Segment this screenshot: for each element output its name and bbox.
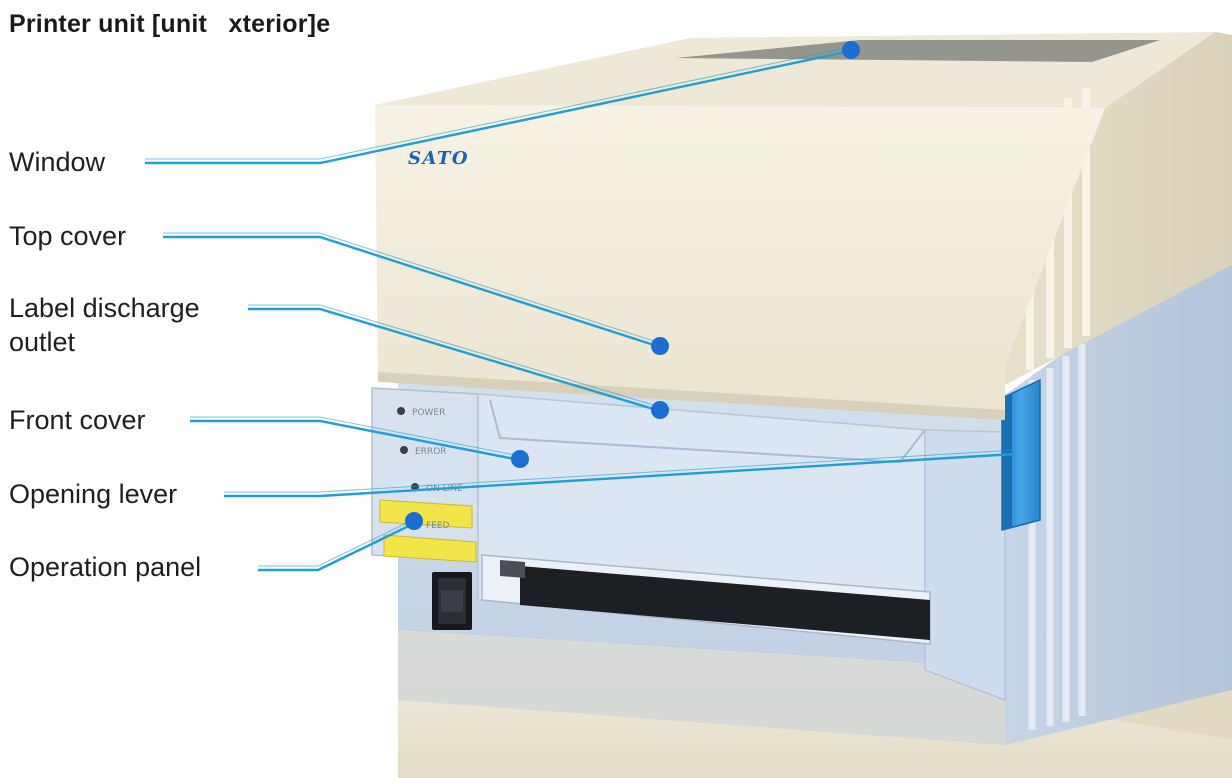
callout-dot-top-cover	[651, 337, 669, 355]
operation-panel: POWER ERROR ON LINE FEED	[379, 407, 477, 563]
callout-label-operation-panel: Operation panel	[9, 552, 202, 582]
callout-line-front-cover	[190, 419, 521, 462]
feed-button	[383, 534, 477, 563]
callout-line-window	[145, 49, 852, 165]
power-switch	[432, 572, 472, 630]
panel-feed-text: FEED	[426, 521, 450, 531]
callout-label-front-cover: Front cover	[9, 405, 146, 435]
callout-dot-front-cover	[511, 450, 529, 468]
callout-lines	[145, 46, 1016, 572]
page-title: Printer unit [unit xterior]e	[9, 10, 331, 38]
line-button	[379, 499, 473, 529]
callout-dot-discharge	[651, 401, 669, 419]
callout-label-discharge-outlet: Label discharge outlet	[9, 293, 200, 357]
callout-label-top-cover: Top cover	[9, 221, 127, 251]
opening-lever	[1001, 378, 1041, 531]
callout-line-discharge	[248, 307, 661, 413]
panel-power-text: POWER	[412, 408, 445, 418]
callout-label-window: Window	[9, 147, 106, 177]
panel-error-text: ERROR	[415, 447, 447, 457]
callout-line-opening-lever	[224, 452, 1016, 498]
error-led	[400, 446, 408, 454]
power-led	[397, 407, 405, 415]
callout-label-opening-lever: Opening lever	[9, 479, 178, 509]
callout-line-operation-panel	[258, 521, 416, 572]
top-cover: SATO	[375, 32, 1232, 420]
window-pane	[676, 40, 1160, 62]
callout-dots	[405, 41, 860, 530]
callout-line-top-cover	[163, 235, 661, 349]
callout-dot-window	[842, 41, 860, 59]
brand-logo: SATO	[408, 148, 469, 169]
callout-dot-operation-panel	[405, 512, 423, 530]
